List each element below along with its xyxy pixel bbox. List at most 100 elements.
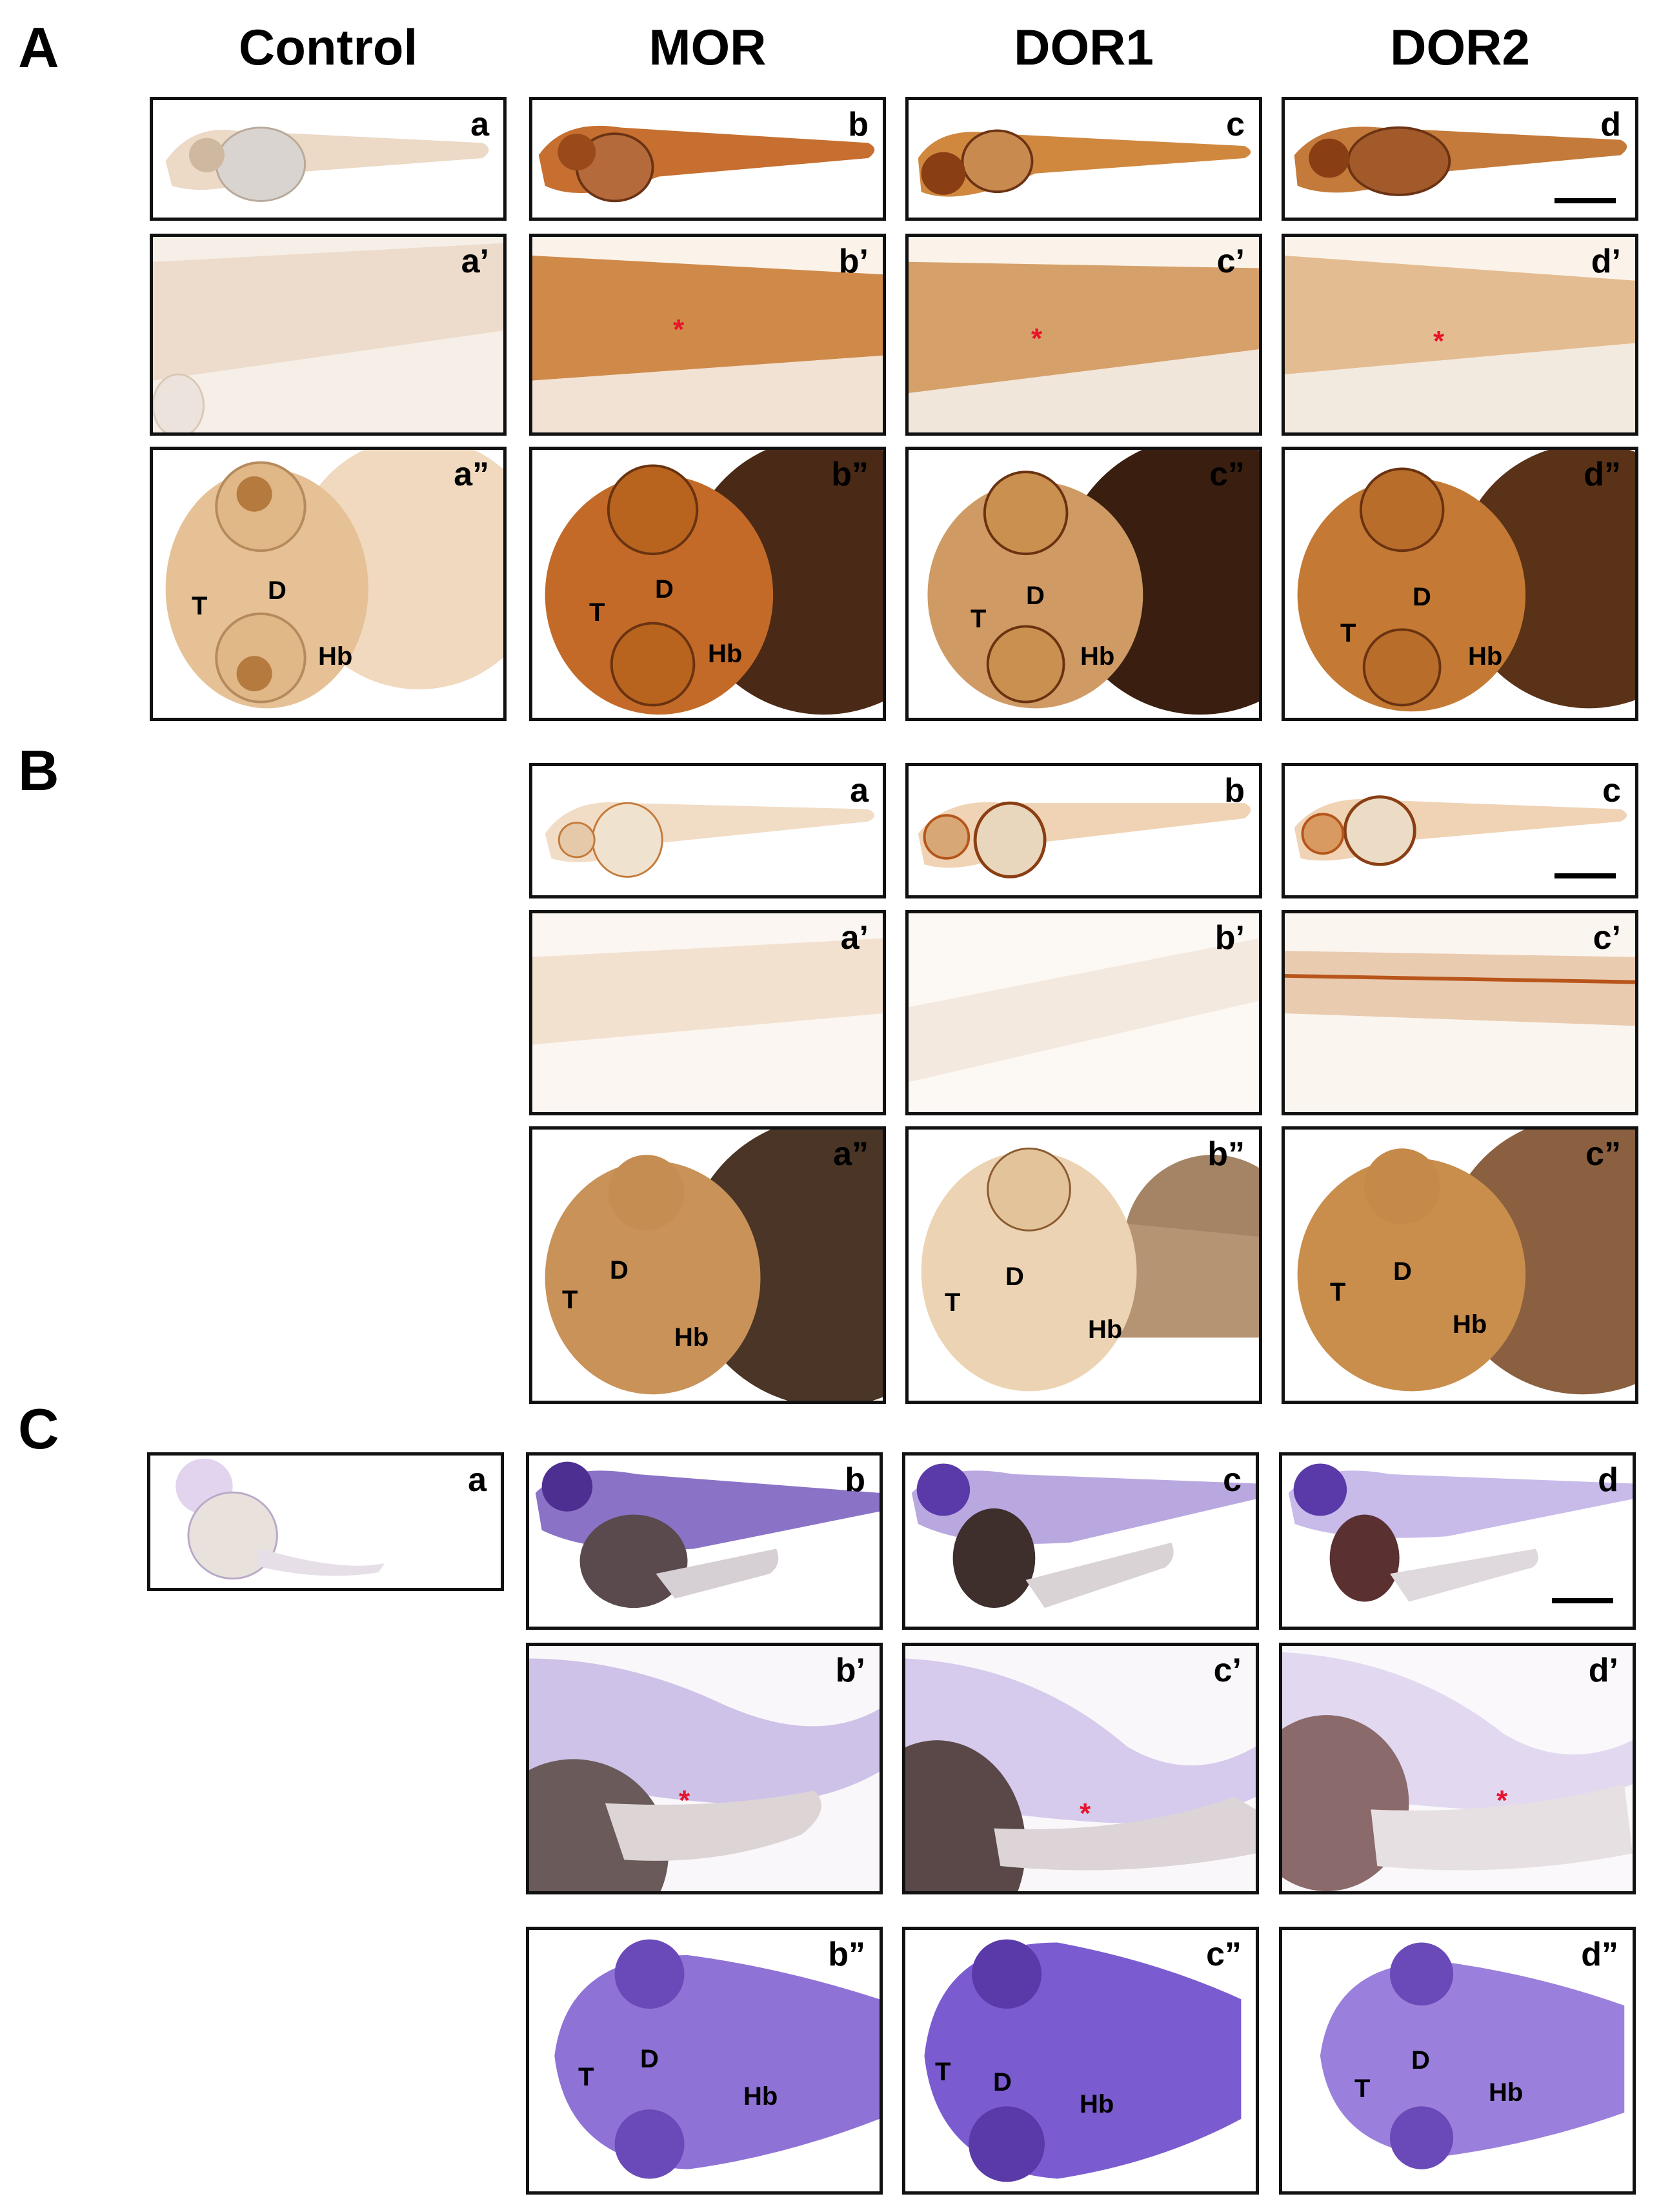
region-label-diencephalon: D (1005, 1263, 1024, 1291)
embryo-lateral-image (1294, 795, 1627, 866)
column-header-dor2: DOR2 (1390, 19, 1530, 76)
panel-label: b’ (838, 243, 869, 280)
panel-label: c (1223, 1461, 1242, 1499)
section-letter-b: B (18, 738, 59, 802)
panel-label: c” (1209, 456, 1245, 493)
embryo-lateral-image (918, 801, 1251, 878)
panel-label: b’ (1214, 919, 1245, 957)
head-dorsal-image (529, 1930, 880, 2191)
embryo-lateral-image (535, 1461, 880, 1608)
embryo-lateral-image (1288, 1463, 1633, 1602)
region-label-hindbrain: Hb (1489, 2078, 1524, 2107)
asterisk-marker: * (673, 314, 685, 345)
panel-b-dor2-lateral: c (1282, 763, 1638, 898)
region-label-diencephalon: D (1393, 1257, 1412, 1286)
head-dorsal-image (165, 450, 503, 709)
panel-c-dor2-trunk: * d’ (1279, 1643, 1636, 1894)
panel-label: a’ (461, 243, 489, 280)
trunk-closeup-image (905, 1646, 1256, 1891)
panel-a-dor2-trunk: * d’ (1282, 234, 1638, 436)
head-dorsal-image (909, 1130, 1259, 1401)
embryo-lateral-image (545, 802, 875, 878)
region-label-telencephalon: T (1340, 619, 1356, 647)
panel-label: a (470, 106, 489, 143)
panel-b-dor1-lateral: b (905, 763, 1262, 898)
panel-label: c’ (1216, 243, 1245, 280)
panel-label: d” (1584, 456, 1621, 493)
panel-label: d’ (1588, 1652, 1618, 1689)
panel-label: a (468, 1461, 487, 1499)
panel-label: d’ (1591, 243, 1621, 280)
panel-c-dor2-lateral: d (1279, 1452, 1636, 1630)
trunk-closeup-image (1285, 913, 1635, 1112)
head-dorsal-image (545, 450, 883, 715)
asterisk-marker: * (1031, 323, 1043, 354)
asterisk-marker: * (1433, 325, 1445, 357)
panel-label: c (1226, 106, 1245, 143)
region-label-diencephalon: D (268, 576, 287, 605)
panel-label: b” (828, 1936, 865, 1973)
panel-a-mor-lateral: b (529, 97, 886, 221)
panel-label: b (1224, 772, 1245, 809)
region-label-hindbrain: Hb (318, 642, 353, 671)
region-label-telencephalon: T (578, 2063, 594, 2091)
panel-label: b’ (835, 1652, 865, 1689)
embryo-lateral-image (165, 127, 489, 202)
head-dorsal-image (1297, 1130, 1635, 1395)
panel-c-mor-trunk: * b’ (526, 1643, 883, 1894)
panel-b-dor1-trunk: b’ (905, 910, 1262, 1115)
region-label-diencephalon: D (1413, 583, 1431, 611)
embryo-lateral-image (918, 129, 1251, 197)
panel-label: d (1600, 106, 1621, 143)
panel-label: c” (1206, 1936, 1242, 1973)
region-label-telencephalon: T (1354, 2075, 1371, 2103)
region-label-hindbrain: Hb (1468, 642, 1503, 671)
embryo-lateral-image (538, 125, 875, 203)
region-label-telencephalon: T (971, 605, 987, 633)
panel-b-dor2-trunk: c’ (1282, 910, 1638, 1115)
region-label-hindbrain: Hb (708, 640, 743, 668)
panel-label: a (850, 772, 869, 809)
head-dorsal-image (905, 1930, 1256, 2191)
embryo-lateral-image (911, 1463, 1256, 1608)
panel-b-dor1-dorsal: T D Hb b” (905, 1126, 1262, 1404)
trunk-closeup-image (529, 1646, 880, 1891)
scale-bar (1554, 198, 1616, 203)
column-header-dor1: DOR1 (1014, 19, 1154, 76)
panel-label: a” (454, 456, 489, 493)
panel-label: b (845, 1461, 865, 1499)
panel-label: b” (831, 456, 869, 493)
panel-label: d” (1581, 1936, 1618, 1973)
head-dorsal-image (545, 1130, 883, 1401)
scale-bar (1554, 873, 1616, 878)
panel-a-control-trunk: a’ (150, 234, 507, 436)
panel-label: b (848, 106, 869, 143)
trunk-closeup-image (909, 237, 1259, 432)
region-label-telencephalon: T (562, 1286, 578, 1314)
panel-label: c’ (1593, 919, 1621, 957)
panel-label: b” (1207, 1135, 1245, 1173)
panel-a-mor-dorsal: T D Hb b” (529, 447, 886, 721)
region-label-hindbrain: Hb (1080, 2090, 1114, 2118)
embryo-lateral-image (176, 1458, 385, 1580)
panel-a-control-lateral: a (150, 97, 507, 221)
panel-a-dor1-trunk: * c’ (905, 234, 1262, 436)
region-label-hindbrain: Hb (1453, 1310, 1487, 1339)
panel-a-dor1-dorsal: T D Hb c” (905, 447, 1262, 721)
asterisk-marker: * (679, 1785, 690, 1816)
trunk-closeup-image (1285, 237, 1635, 432)
trunk-closeup-image (153, 237, 503, 432)
section-letter-a: A (18, 15, 59, 79)
section-letter-c: C (18, 1397, 59, 1461)
asterisk-marker: * (1080, 1798, 1091, 1829)
region-label-hindbrain: Hb (1080, 642, 1115, 671)
column-header-control: Control (238, 19, 418, 76)
panel-a-dor1-lateral: c (905, 97, 1262, 221)
panel-label: c” (1585, 1135, 1621, 1173)
panel-c-mor-dorsal: T D Hb b” (526, 1927, 883, 2195)
panel-b-mor-lateral: a (529, 763, 886, 898)
region-label-hindbrain: Hb (743, 2082, 778, 2111)
asterisk-marker: * (1496, 1785, 1508, 1816)
panel-label: a’ (840, 919, 869, 957)
panel-b-mor-trunk: a’ (529, 910, 886, 1115)
